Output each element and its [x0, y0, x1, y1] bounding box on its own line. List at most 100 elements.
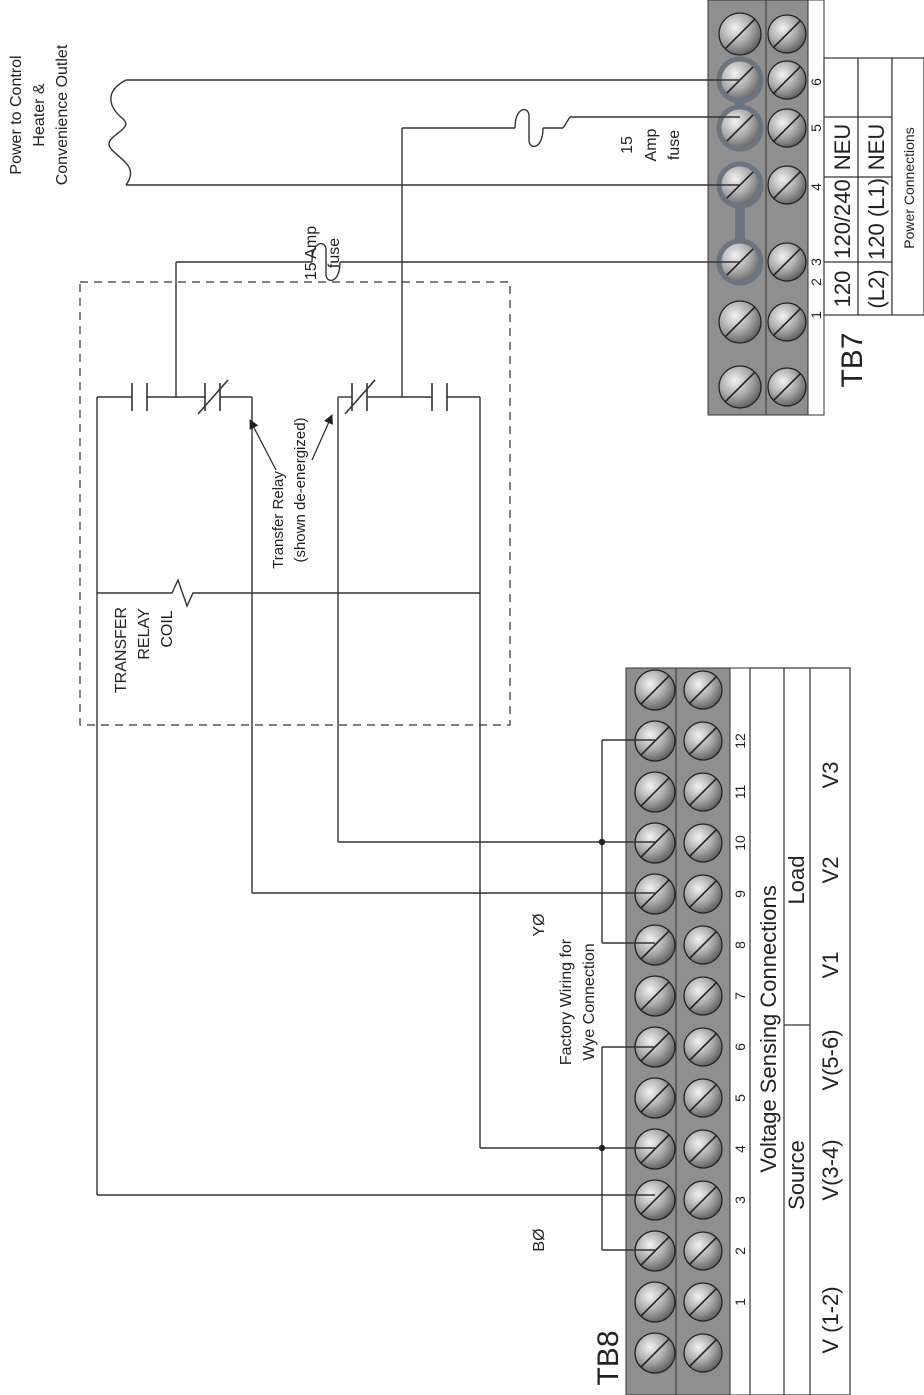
fuse-mid-line-2: fuse: [326, 238, 343, 268]
tb8-screw-right-6: [683, 976, 723, 1016]
tb7-v-120: 120: [830, 271, 855, 308]
tb8-screw-left-5: [634, 924, 676, 966]
tb8-screw-right-10: [683, 1180, 723, 1220]
power-to-line-2: Heater &: [31, 83, 48, 146]
tb8-header: Voltage Sensing Connections: [756, 885, 781, 1172]
tb8-num-9: 9: [732, 890, 748, 898]
tb8-screw-right-2: [683, 772, 723, 812]
factory-wiring-label: Factory Wiring for Wye Connection: [558, 938, 598, 1065]
tb7-jumper-link-1: [735, 100, 745, 108]
tb7-screw-right-5: [767, 302, 807, 342]
fuse-mid-line-1: 15 Amp: [303, 226, 320, 280]
relay-coil: [97, 578, 480, 608]
tb7-screw-right-4: [767, 242, 807, 282]
fuse-top-line-3: fuse: [666, 130, 683, 160]
tb7-screw-right-0: [767, 14, 807, 54]
tb8-num-10: 10: [732, 835, 748, 851]
fuse-top-line-2: Amp: [643, 128, 660, 161]
tb8-num-11: 11: [732, 785, 748, 800]
tb7-num-3: 3: [808, 258, 824, 266]
tb8-screw-left-2: [634, 771, 676, 813]
tb7-screw-right-6: [767, 367, 807, 407]
fuse-top-label: 15 Amp fuse: [619, 128, 683, 161]
tb7-num-1: 1: [808, 311, 824, 319]
tb7-l-neu: NEU: [864, 124, 889, 170]
factory-wiring-line-1: Factory Wiring for: [558, 938, 575, 1065]
tb8-screws: [634, 669, 723, 1374]
tb8-screw-left-8: [634, 1077, 676, 1119]
tb7-num-5: 5: [808, 124, 824, 132]
tb8-screw-left-10: [634, 1179, 676, 1221]
tb8-load-label: Load: [784, 856, 809, 905]
tb8-source-v34: V(3-4): [818, 1139, 843, 1200]
tb8-screw-right-4: [683, 874, 723, 914]
phase-y-label: YØ: [531, 913, 548, 936]
tb8-screw-right-5: [683, 925, 723, 965]
power-to-label: Power to Control Heater & Convenience Ou…: [8, 44, 71, 185]
tb7-v-120-240: 120/240: [830, 179, 855, 259]
tb7-screw-left-0: [718, 12, 762, 56]
phase-b-label: BØ: [531, 1228, 548, 1251]
tb7-label: TB7: [836, 332, 869, 387]
power-to-line-1: Power to Control: [8, 55, 25, 174]
tb8-sensing-table: [749, 667, 851, 1395]
relay-coil-line-2: RELAY: [136, 608, 153, 660]
tb8-screw-right-7: [683, 1027, 723, 1067]
power-to-line-3: Convenience Outlet: [54, 44, 71, 185]
terminal-block-tb7: 1 2 3 4 5 6 120 120/240 NEU (L2) 120 (L1) NEU…: [707, 0, 924, 416]
tb7-l-l1: 120 (L1): [864, 178, 889, 260]
tb8-screw-right-12: [683, 1282, 723, 1322]
tb8-load-v2: V2: [818, 857, 843, 884]
relay-contact-line-2: (shown de-energized): [292, 417, 309, 562]
tb8-source-label: Source: [784, 1140, 809, 1210]
tb7-num-6: 6: [808, 78, 824, 86]
tb7-screw-right-3: [767, 165, 807, 205]
relay-contact-line-1: Transfer Relay: [270, 471, 287, 569]
tb8-num-1: 1: [732, 1298, 748, 1306]
tb8-screw-right-13: [683, 1333, 723, 1373]
tb7-screw-right-2: [767, 108, 807, 148]
tb8-screw-left-1: [634, 720, 676, 762]
relay-coil-line-3: COIL: [159, 610, 176, 647]
tb7-v-neu: NEU: [830, 124, 855, 170]
tb8-screw-right-0: [683, 670, 723, 710]
tb8-source-v56: V(5-6): [818, 1029, 843, 1090]
tb7-screw-left-6: [718, 365, 762, 409]
tb8-screw-left-9: [634, 1128, 676, 1170]
tb8-load-v1: V1: [818, 952, 843, 979]
tb7-num-4: 4: [808, 183, 824, 191]
tb7-caption-box: [891, 57, 924, 316]
tb7-jumper-link-2: [735, 205, 745, 241]
relay-arrow-1: [249, 419, 277, 471]
relay-coil-line-1: TRANSFER: [113, 607, 130, 693]
relay-contact-label: Transfer Relay (shown de-energized): [270, 417, 309, 568]
tb8-num-7: 7: [732, 992, 748, 1000]
fuse-top-line-1: 15: [619, 136, 636, 154]
relay-contacts: [96, 379, 481, 1195]
relay-arrow-2: [311, 414, 333, 461]
tb8-screw-right-1: [683, 721, 723, 761]
tb7-l-l2: (L2): [864, 269, 889, 308]
tb8-num-12: 12: [732, 733, 748, 749]
tb8-num-2: 2: [732, 1247, 748, 1255]
tb8-screw-right-9: [683, 1129, 723, 1169]
tb8-screw-left-12: [634, 1281, 676, 1323]
tb8-screw-left-0: [634, 669, 676, 711]
tb7-screw-left-5: [718, 300, 762, 344]
tb7-caption: Power Connections: [901, 127, 917, 248]
tb8-screw-left-3: [634, 822, 676, 864]
tb7-wiring: [108, 79, 740, 397]
tb8-screw-right-3: [683, 823, 723, 863]
tb8-load-v3: V3: [818, 762, 843, 789]
tb8-num-4: 4: [732, 1145, 748, 1153]
tb7-num-2: 2: [808, 278, 824, 286]
tb8-source-v12: V (1-2): [818, 1286, 843, 1353]
tb8-num-5: 5: [732, 1094, 748, 1102]
tb7-screw-right-1: [767, 60, 807, 100]
tb8-label: TB8: [592, 1330, 625, 1385]
tb8-num-8: 8: [732, 941, 748, 949]
tb8-screw-right-8: [683, 1078, 723, 1118]
